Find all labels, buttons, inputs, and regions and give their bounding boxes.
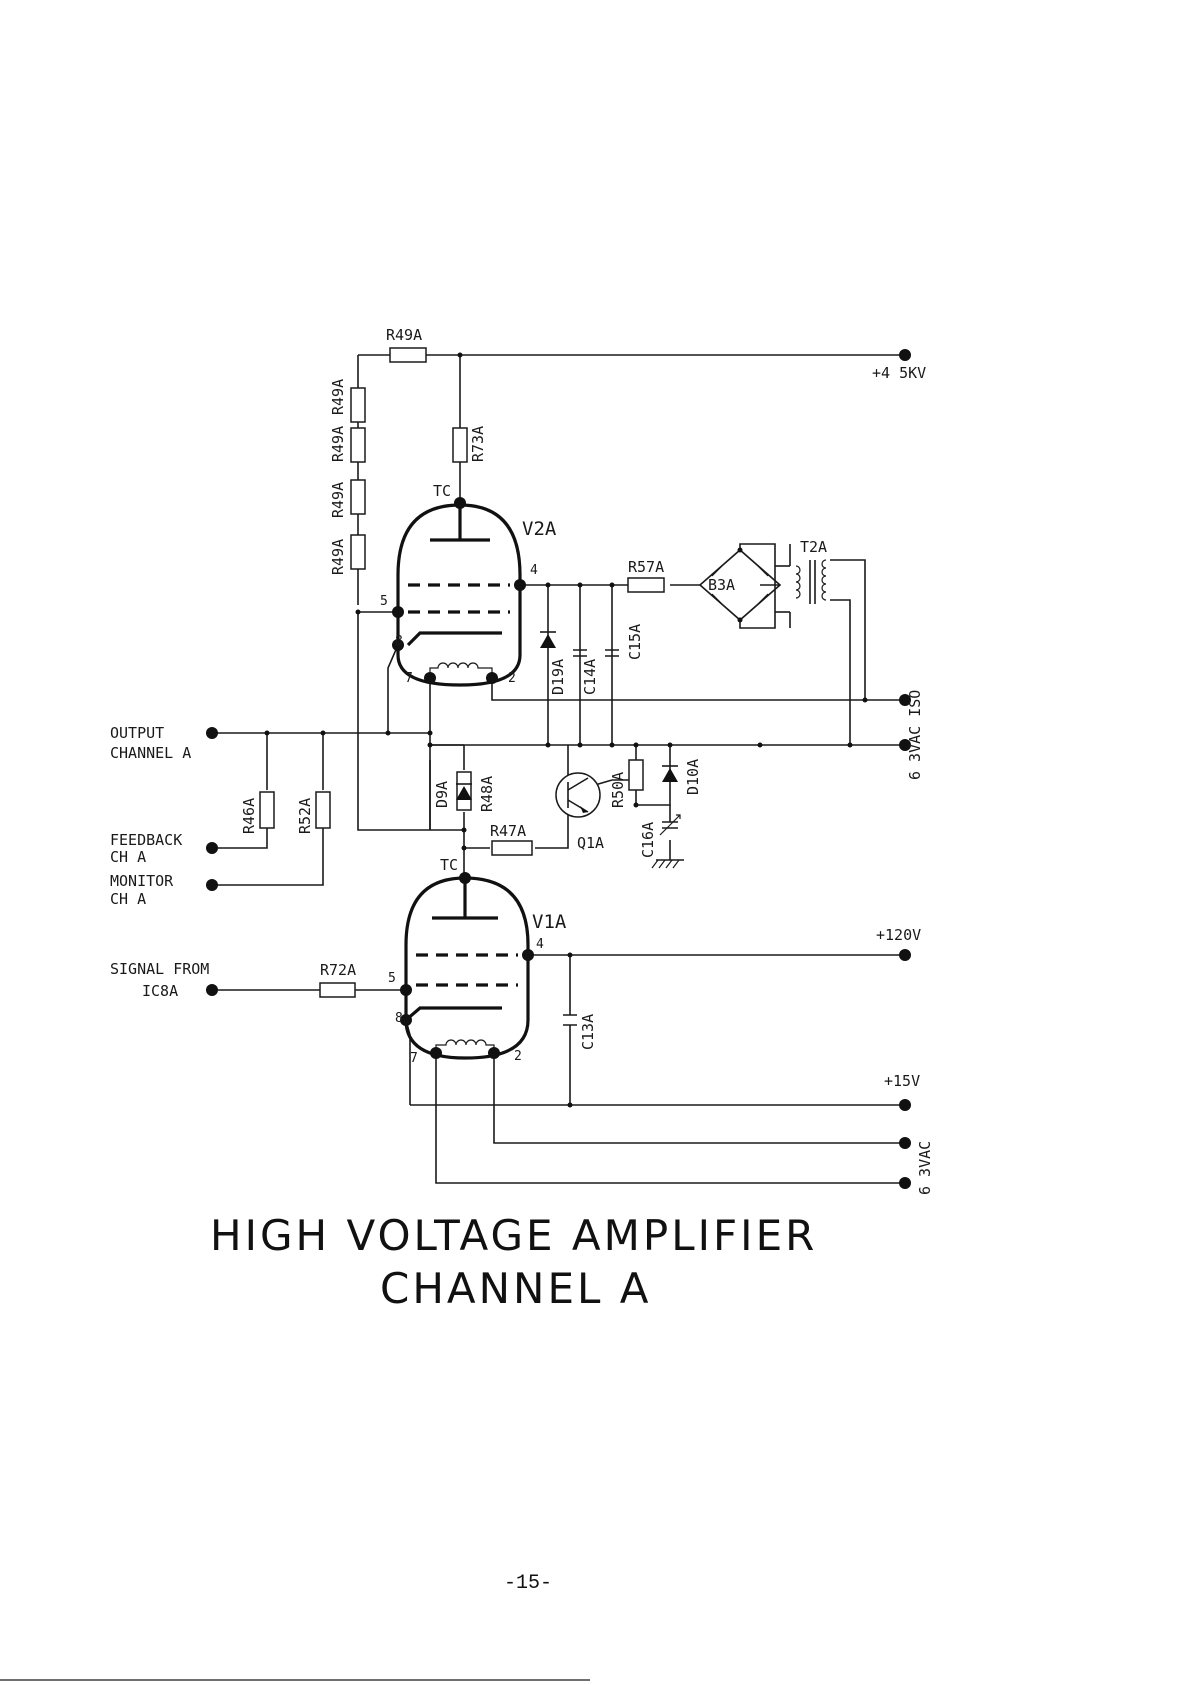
label-r49a-1: R49A (329, 379, 347, 415)
pin-v1-5: 5 (388, 971, 396, 986)
label-output-2: CHANNEL A (110, 744, 191, 762)
resistor-r50a (629, 760, 643, 790)
pin-v2-5: 5 (380, 594, 388, 609)
label-r49a-2: R49A (329, 426, 347, 462)
title-line1: HIGH VOLTAGE AMPLIFIER (210, 1211, 817, 1260)
component-labels: R49A R49A R49A R49A R49A R73A TC V2A R57… (240, 326, 827, 1050)
pin-v1-2: 2 (514, 1049, 522, 1064)
pin-v2-4: 4 (530, 563, 538, 578)
label-r49a-4: R49A (329, 539, 347, 575)
label-signal-2: IC8A (142, 982, 178, 1000)
label-6v3: 6 3VAC (916, 1141, 934, 1195)
label-b3a: B3A (708, 576, 735, 594)
label-r48a: R48A (478, 776, 496, 812)
pin-v1-4: 4 (536, 937, 544, 952)
terminal-hv (899, 349, 911, 361)
label-tc-v2: TC (433, 482, 451, 500)
resistor-r52a (316, 792, 330, 828)
label-monitor-2: CH A (110, 890, 146, 908)
label-tc-v1: TC (440, 856, 458, 874)
terminal-120v (899, 949, 911, 961)
diode-d10a (662, 768, 678, 782)
label-c14a: C14A (581, 659, 599, 695)
label-q1a: Q1A (577, 834, 604, 852)
page-number: -15- (504, 1572, 552, 1595)
label-feedback-1: FEEDBACK (110, 831, 182, 849)
transistor-q1a (556, 773, 600, 817)
resistor-r72a (320, 983, 355, 997)
resistor-r49a-4 (351, 535, 365, 569)
label-r73a: R73A (469, 426, 487, 462)
label-r46a: R46A (240, 798, 258, 834)
label-120v: +120V (876, 926, 921, 944)
label-15v: +15V (884, 1072, 920, 1090)
label-r57a: R57A (628, 558, 664, 576)
input-labels: OUTPUT CHANNEL A FEEDBACK CH A MONITOR C… (110, 724, 209, 1000)
label-r52a: R52A (296, 798, 314, 834)
label-feedback-2: CH A (110, 848, 146, 866)
label-hv: +4 5KV (872, 364, 926, 382)
resistor-r49a-top (390, 348, 426, 362)
label-d19a: D19A (549, 659, 567, 695)
pin-v2-7: 7 (405, 671, 413, 686)
terminal-labels: +4 5KV 6 3VAC ISO +120V +15V 6 3VAC (872, 364, 934, 1195)
title-line2: CHANNEL A (380, 1264, 652, 1313)
resistor-r57a (628, 578, 664, 592)
label-v1a: V1A (532, 911, 567, 933)
label-c16a: C16A (639, 822, 657, 858)
transformer-t2a (796, 560, 826, 604)
resistor-r73a (453, 428, 467, 462)
tube-v1a (400, 872, 534, 1059)
label-c13a: C13A (579, 1014, 597, 1050)
tube-v2a (392, 497, 526, 685)
label-output-1: OUTPUT (110, 724, 164, 742)
resistor-r49a-3 (351, 480, 365, 514)
capacitor-c13a (563, 1015, 577, 1025)
terminal-output (206, 727, 218, 739)
pin-v2-8: 8 (395, 634, 403, 649)
terminals (206, 349, 911, 1189)
label-t2a: T2A (800, 538, 827, 556)
wiring (212, 355, 905, 1183)
diode-d19a (540, 634, 556, 648)
label-iso: 6 3VAC ISO (906, 690, 924, 780)
pin-v1-7: 7 (410, 1051, 418, 1066)
terminal-feedback (206, 842, 218, 854)
terminal-6v3-a (899, 1137, 911, 1149)
resistor-r49a-2 (351, 428, 365, 462)
terminal-signal (206, 984, 218, 996)
label-r49a-3: R49A (329, 482, 347, 518)
pin-v2-2: 2 (508, 671, 516, 686)
label-r72a: R72A (320, 961, 356, 979)
label-r49a-top: R49A (386, 326, 422, 344)
label-v2a: V2A (522, 518, 557, 540)
resistor-r49a-1 (351, 388, 365, 422)
label-d9a: D9A (433, 781, 451, 808)
terminal-monitor (206, 879, 218, 891)
resistor-r47a (492, 841, 532, 855)
terminal-6v3-b (899, 1177, 911, 1189)
pin-v1-8: 8 (395, 1011, 403, 1026)
label-monitor-1: MONITOR (110, 872, 174, 890)
resistors (260, 348, 664, 997)
resistor-r46a (260, 792, 274, 828)
label-r47a: R47A (490, 822, 526, 840)
label-r50a: R50A (609, 772, 627, 808)
terminal-15v (899, 1099, 911, 1111)
label-c15a: C15A (626, 624, 644, 660)
label-d10a: D10A (684, 759, 702, 795)
label-signal-1: SIGNAL FROM (110, 960, 209, 978)
